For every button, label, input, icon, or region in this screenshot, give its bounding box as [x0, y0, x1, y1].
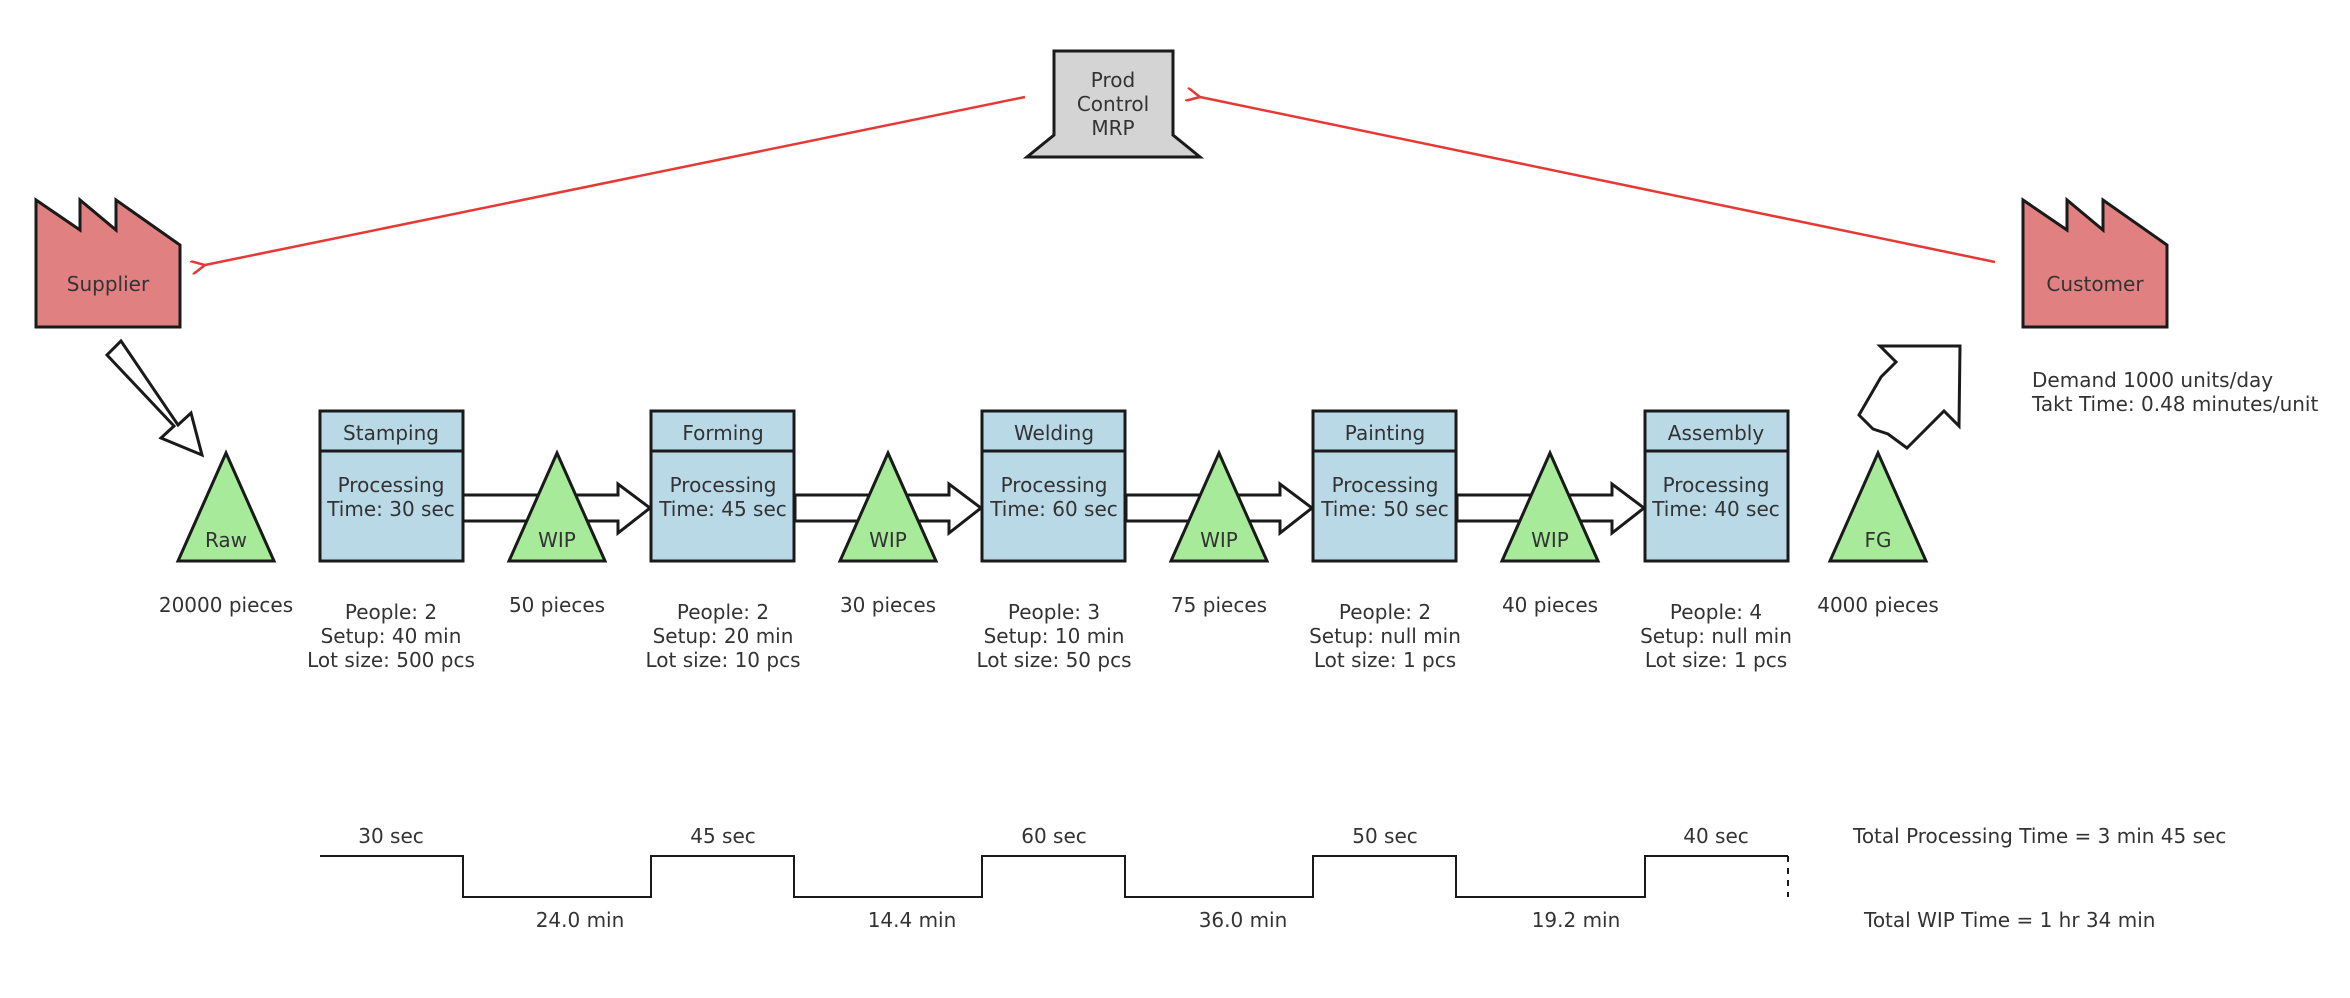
- process-box-1[interactable]: Stamping Processing Time: 30 sec People:…: [307, 409, 475, 672]
- inventory-triangle-icon: [1168, 449, 1270, 563]
- process-name: Painting: [1345, 421, 1425, 445]
- inventory-wip-4[interactable]: WIP 40 pieces: [1499, 449, 1601, 617]
- process-time-line-2: Time: 45 sec: [658, 497, 787, 521]
- process-setup: Setup: null min: [1309, 624, 1461, 648]
- process-setup: Setup: 20 min: [653, 624, 794, 648]
- inventory-label: Raw: [205, 528, 247, 552]
- process-box-2[interactable]: Forming Processing Time: 45 sec People: …: [645, 409, 801, 672]
- process-box-3[interactable]: Welding Processing Time: 60 sec People: …: [976, 409, 1132, 672]
- process-time-line-1: Processing: [1663, 473, 1770, 497]
- production-control: Prod Control MRP: [1022, 49, 1205, 159]
- process-lot-size: Lot size: 50 pcs: [976, 648, 1131, 672]
- process-time-line-1: Processing: [1001, 473, 1108, 497]
- process-setup: Setup: 10 min: [984, 624, 1125, 648]
- process-setup: Setup: null min: [1640, 624, 1792, 648]
- process-name: Forming: [682, 421, 763, 445]
- inventory-quantity: 4000 pieces: [1817, 593, 1939, 617]
- process-name: Stamping: [343, 421, 439, 445]
- process-time-line-2: Time: 30 sec: [326, 497, 455, 521]
- process-people: People: 2: [677, 600, 769, 624]
- process-time-line-1: Processing: [670, 473, 777, 497]
- info-arrow-customer-to-control: [1200, 97, 1996, 264]
- timeline-line: [320, 855, 1788, 898]
- process-people: People: 2: [345, 600, 437, 624]
- customer-label: Customer: [2046, 272, 2144, 296]
- customer-takt-time: Takt Time: 0.48 minutes/unit: [2031, 392, 2318, 416]
- supplier-label: Supplier: [67, 272, 150, 296]
- inventory-label: WIP: [1531, 528, 1569, 552]
- timeline-process-time: 30 sec: [358, 824, 424, 848]
- supplier-factory: Supplier: [34, 196, 182, 329]
- shipment-arrow-inbound: [104, 338, 205, 458]
- timeline-wait-time: 24.0 min: [536, 908, 625, 932]
- process-body: [649, 449, 796, 563]
- inventory-wip-2[interactable]: WIP 30 pieces: [837, 449, 939, 617]
- inventory-quantity: 30 pieces: [840, 593, 936, 617]
- inventory-quantity: 75 pieces: [1171, 593, 1267, 617]
- process-time-line-2: Time: 60 sec: [989, 497, 1118, 521]
- timeline-process-time: 40 sec: [1683, 824, 1749, 848]
- process-lot-size: Lot size: 500 pcs: [307, 648, 475, 672]
- process-body: [1311, 449, 1458, 563]
- process-people: People: 2: [1339, 600, 1431, 624]
- customer-factory: Customer Demand 1000 units/day Takt Time…: [2021, 196, 2318, 416]
- timeline-wait-time: 14.4 min: [868, 908, 957, 932]
- timeline-process-time: 50 sec: [1352, 824, 1418, 848]
- inventory-label: WIP: [1200, 528, 1238, 552]
- process-people: People: 4: [1670, 600, 1762, 624]
- inventory-triangle-icon: [175, 449, 277, 563]
- process-time-line-1: Processing: [338, 473, 445, 497]
- production-control-line-3: MRP: [1091, 116, 1134, 140]
- inventory-triangle-icon: [506, 449, 608, 563]
- inventory-quantity: 50 pieces: [509, 593, 605, 617]
- inventory-triangle-icon: [837, 449, 939, 563]
- production-control-line-1: Prod: [1091, 68, 1135, 92]
- inventory-triangle-icon: [1827, 449, 1929, 563]
- total-wip-time: Total WIP Time = 1 hr 34 min: [1863, 908, 2155, 932]
- inventory-label: WIP: [869, 528, 907, 552]
- info-arrow-control-to-supplier: [205, 95, 1026, 265]
- process-name: Welding: [1014, 421, 1094, 445]
- process-lot-size: Lot size: 1 pcs: [1314, 648, 1456, 672]
- process-body: [318, 449, 465, 563]
- timeline-wait-time: 19.2 min: [1532, 908, 1621, 932]
- process-name: Assembly: [1668, 421, 1765, 445]
- inventory-wip-1[interactable]: WIP 50 pieces: [506, 449, 608, 617]
- timeline-ladder: 30 sec 45 sec 60 sec 50 sec 40 sec 24.0 …: [320, 824, 2226, 932]
- process-lot-size: Lot size: 1 pcs: [1645, 648, 1787, 672]
- process-people: People: 3: [1008, 600, 1100, 624]
- inventory-raw[interactable]: Raw 20000 pieces: [159, 449, 293, 617]
- process-box-4[interactable]: Painting Processing Time: 50 sec People:…: [1309, 409, 1461, 672]
- inventory-fg[interactable]: FG 4000 pieces: [1817, 449, 1939, 617]
- inventory-quantity: 40 pieces: [1502, 593, 1598, 617]
- process-box-5[interactable]: Assembly Processing Time: 40 sec People:…: [1640, 409, 1792, 672]
- process-setup: Setup: 40 min: [321, 624, 462, 648]
- process-body: [1643, 449, 1790, 563]
- process-body: [980, 449, 1127, 563]
- production-control-line-2: Control: [1077, 92, 1149, 116]
- inventory-triangle-icon: [1499, 449, 1601, 563]
- process-lot-size: Lot size: 10 pcs: [645, 648, 800, 672]
- customer-demand: Demand 1000 units/day: [2032, 368, 2273, 392]
- process-time-line-2: Time: 50 sec: [1320, 497, 1449, 521]
- inventory-label: FG: [1864, 528, 1891, 552]
- process-time-line-2: Time: 40 sec: [1651, 497, 1780, 521]
- inventory-wip-3[interactable]: WIP 75 pieces: [1168, 449, 1270, 617]
- shipment-arrow-outbound: [1857, 344, 1962, 450]
- customer-factory-icon: [2021, 196, 2169, 329]
- inventory-label: WIP: [538, 528, 576, 552]
- timeline-process-time: 60 sec: [1021, 824, 1087, 848]
- process-header: [1311, 409, 1458, 453]
- supplier-factory-icon: [34, 196, 182, 329]
- total-processing-time: Total Processing Time = 3 min 45 sec: [1852, 824, 2226, 848]
- timeline-process-time: 45 sec: [690, 824, 756, 848]
- production-control-shape: [1022, 49, 1205, 159]
- timeline-wait-time: 36.0 min: [1199, 908, 1288, 932]
- inventory-quantity: 20000 pieces: [159, 593, 293, 617]
- process-time-line-1: Processing: [1332, 473, 1439, 497]
